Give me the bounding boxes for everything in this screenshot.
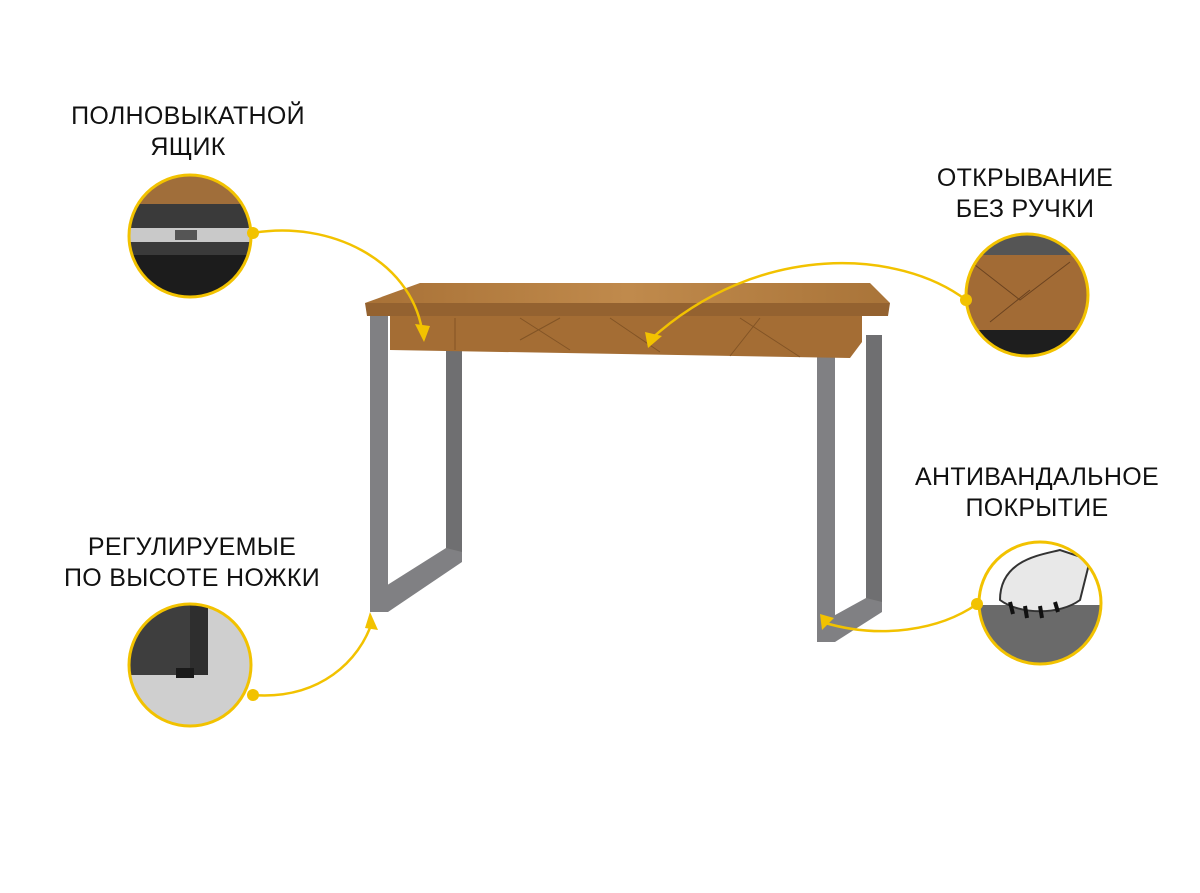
label-antivandal: АНТИВАНДАЛЬНОЕ ПОКРЫТИЕ [877, 462, 1197, 524]
callout-arrows [252, 229, 978, 697]
desk-apron [390, 316, 862, 358]
label-drawer-line1: ПОЛНОВЫКАТНОЙ [71, 102, 305, 130]
desk-top [365, 283, 890, 303]
desk-left-leg [370, 316, 462, 612]
legs-detail-photo [127, 602, 253, 728]
label-handleless-line1: ОТКРЫВАНИЕ [936, 164, 1114, 192]
handleless-detail-photo [964, 232, 1090, 358]
label-drawer-line2: ЯЩИК [150, 133, 226, 161]
label-antivandal-line2: ПОКРЫТИЕ [965, 494, 1109, 522]
label-legs: РЕГУЛИРУЕМЫЕ ПО ВЫСОТЕ НОЖКИ [32, 532, 352, 594]
arrow-markers [247, 227, 983, 701]
arrow-antivandal [821, 602, 978, 633]
drawer-detail-photo [127, 173, 253, 299]
label-antivandal-line1: АНТИВАНДАЛЬНОЕ [915, 463, 1159, 491]
label-legs-line1: РЕГУЛИРУЕМЫЕ [87, 533, 297, 561]
antivandal-detail-photo [977, 540, 1103, 666]
desk-right-leg [817, 316, 882, 642]
label-drawer: ПОЛНОВЫКАТНОЙ ЯЩИК [28, 101, 348, 163]
desk-back-legs [446, 335, 882, 610]
arrow-handleless [649, 261, 967, 341]
arrow-legs [252, 621, 374, 697]
label-legs-line2: ПО ВЫСОТЕ НОЖКИ [63, 564, 321, 592]
label-handleless: ОТКРЫВАНИЕ БЕЗ РУЧКИ [865, 163, 1185, 225]
arrow-drawer [252, 229, 424, 331]
label-handleless-line2: БЕЗ РУЧКИ [955, 195, 1095, 223]
